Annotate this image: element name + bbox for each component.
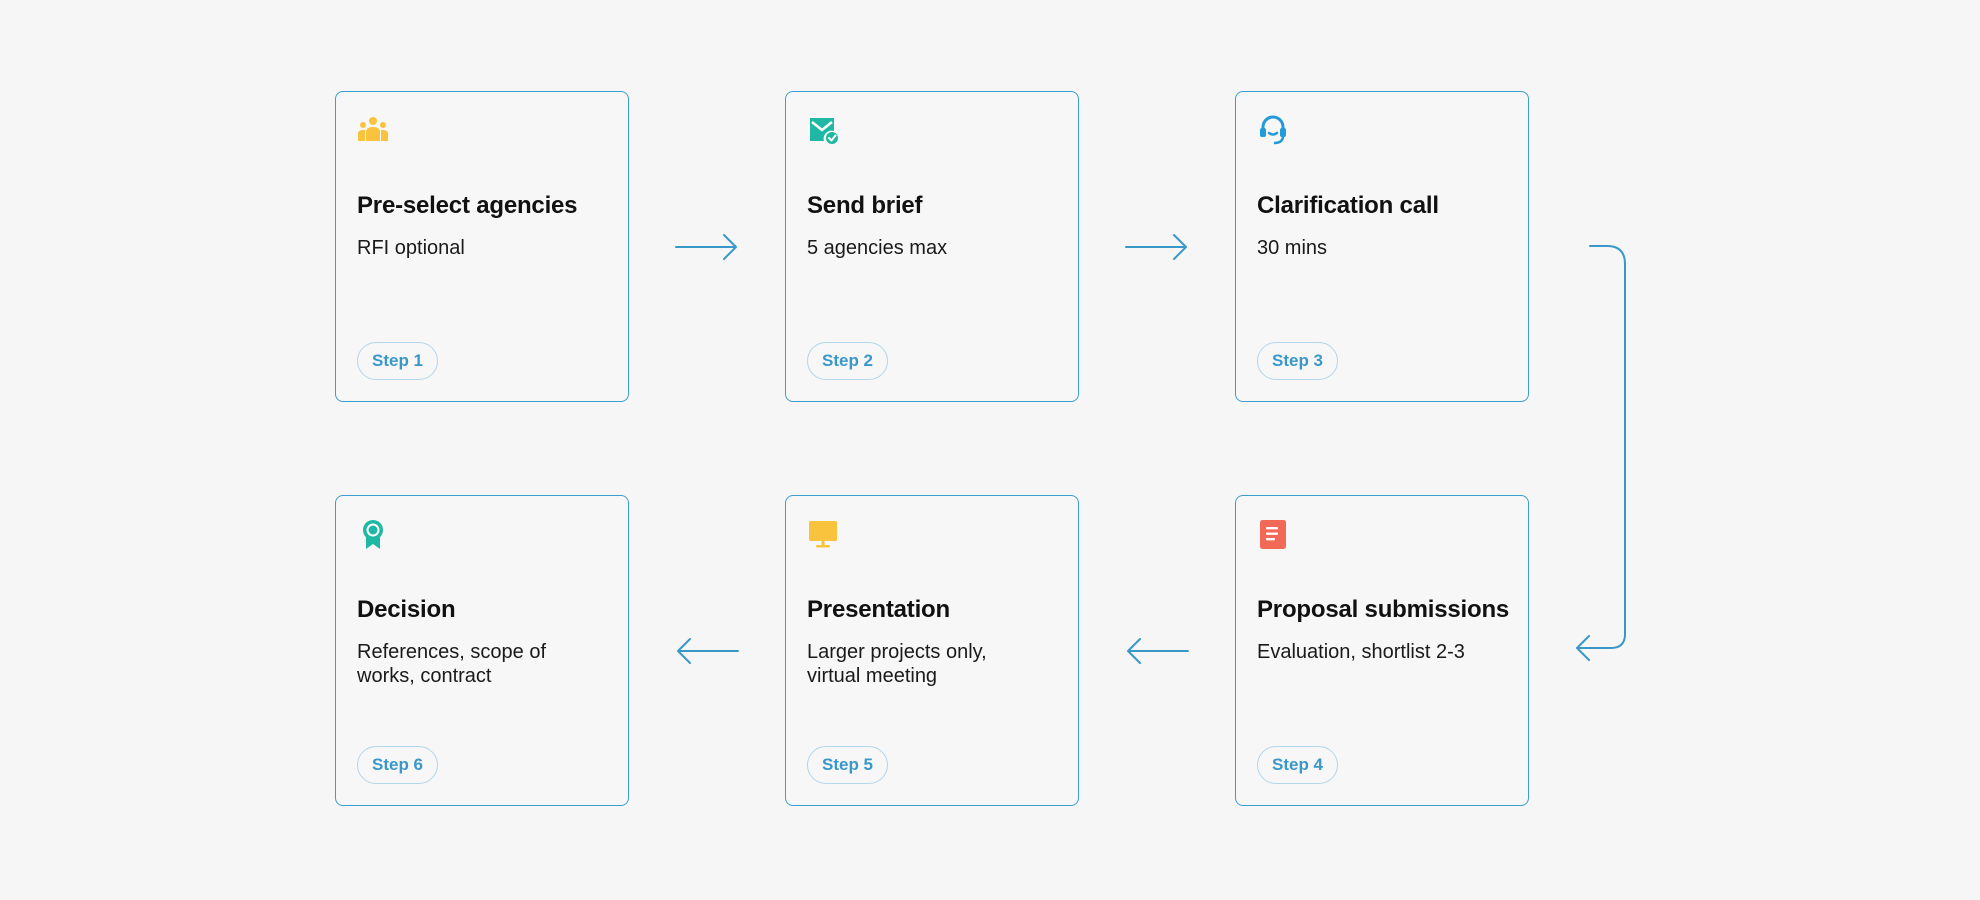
step-badge: Step 4	[1257, 746, 1339, 784]
connector-down-left-arrow	[1576, 245, 1626, 661]
step-badge: Step 6	[357, 746, 439, 784]
step-card-4: Proposal submissions Evaluation, shortli…	[1235, 495, 1529, 806]
arrow-right-icon	[675, 234, 737, 260]
presentation-screen-icon	[807, 518, 839, 550]
step-card-1: Pre-select agencies RFI optional Step 1	[335, 91, 629, 402]
step-description: RFI optional	[357, 237, 465, 259]
step-description: Larger projects only, virtual meeting	[807, 641, 987, 687]
step-badge: Step 5	[807, 746, 889, 784]
arrow-left-icon	[1127, 638, 1189, 664]
step-badge: Step 2	[807, 342, 889, 380]
step-title: Decision	[357, 596, 456, 623]
step-description: Evaluation, shortlist 2-3	[1257, 641, 1465, 663]
arrow-right-icon	[1125, 234, 1187, 260]
step-description: References, scope of works, contract	[357, 641, 546, 687]
step-card-6: Decision References, scope of works, con…	[335, 495, 629, 806]
step-description: 30 mins	[1257, 237, 1328, 259]
arrow-left-icon	[677, 638, 739, 664]
step-title: Proposal submissions	[1257, 596, 1510, 623]
step-card-5: Presentation Larger projects only, virtu…	[785, 495, 1079, 806]
step-title: Presentation	[807, 596, 950, 623]
step-title: Clarification call	[1257, 192, 1439, 219]
step-description: 5 agencies max	[807, 237, 948, 259]
step-card-2: Send brief 5 agencies max Step 2	[785, 91, 1079, 402]
award-ribbon-icon	[357, 518, 389, 550]
step-badge: Step 1	[357, 342, 439, 380]
step-title: Send brief	[807, 192, 923, 219]
step-title: Pre-select agencies	[357, 192, 578, 219]
people-group-icon	[357, 114, 389, 146]
step-card-3: Clarification call 30 mins Step 3	[1235, 91, 1529, 402]
mail-check-icon	[807, 114, 839, 146]
headset-icon	[1257, 114, 1289, 146]
document-icon	[1257, 518, 1289, 550]
step-badge: Step 3	[1257, 342, 1339, 380]
